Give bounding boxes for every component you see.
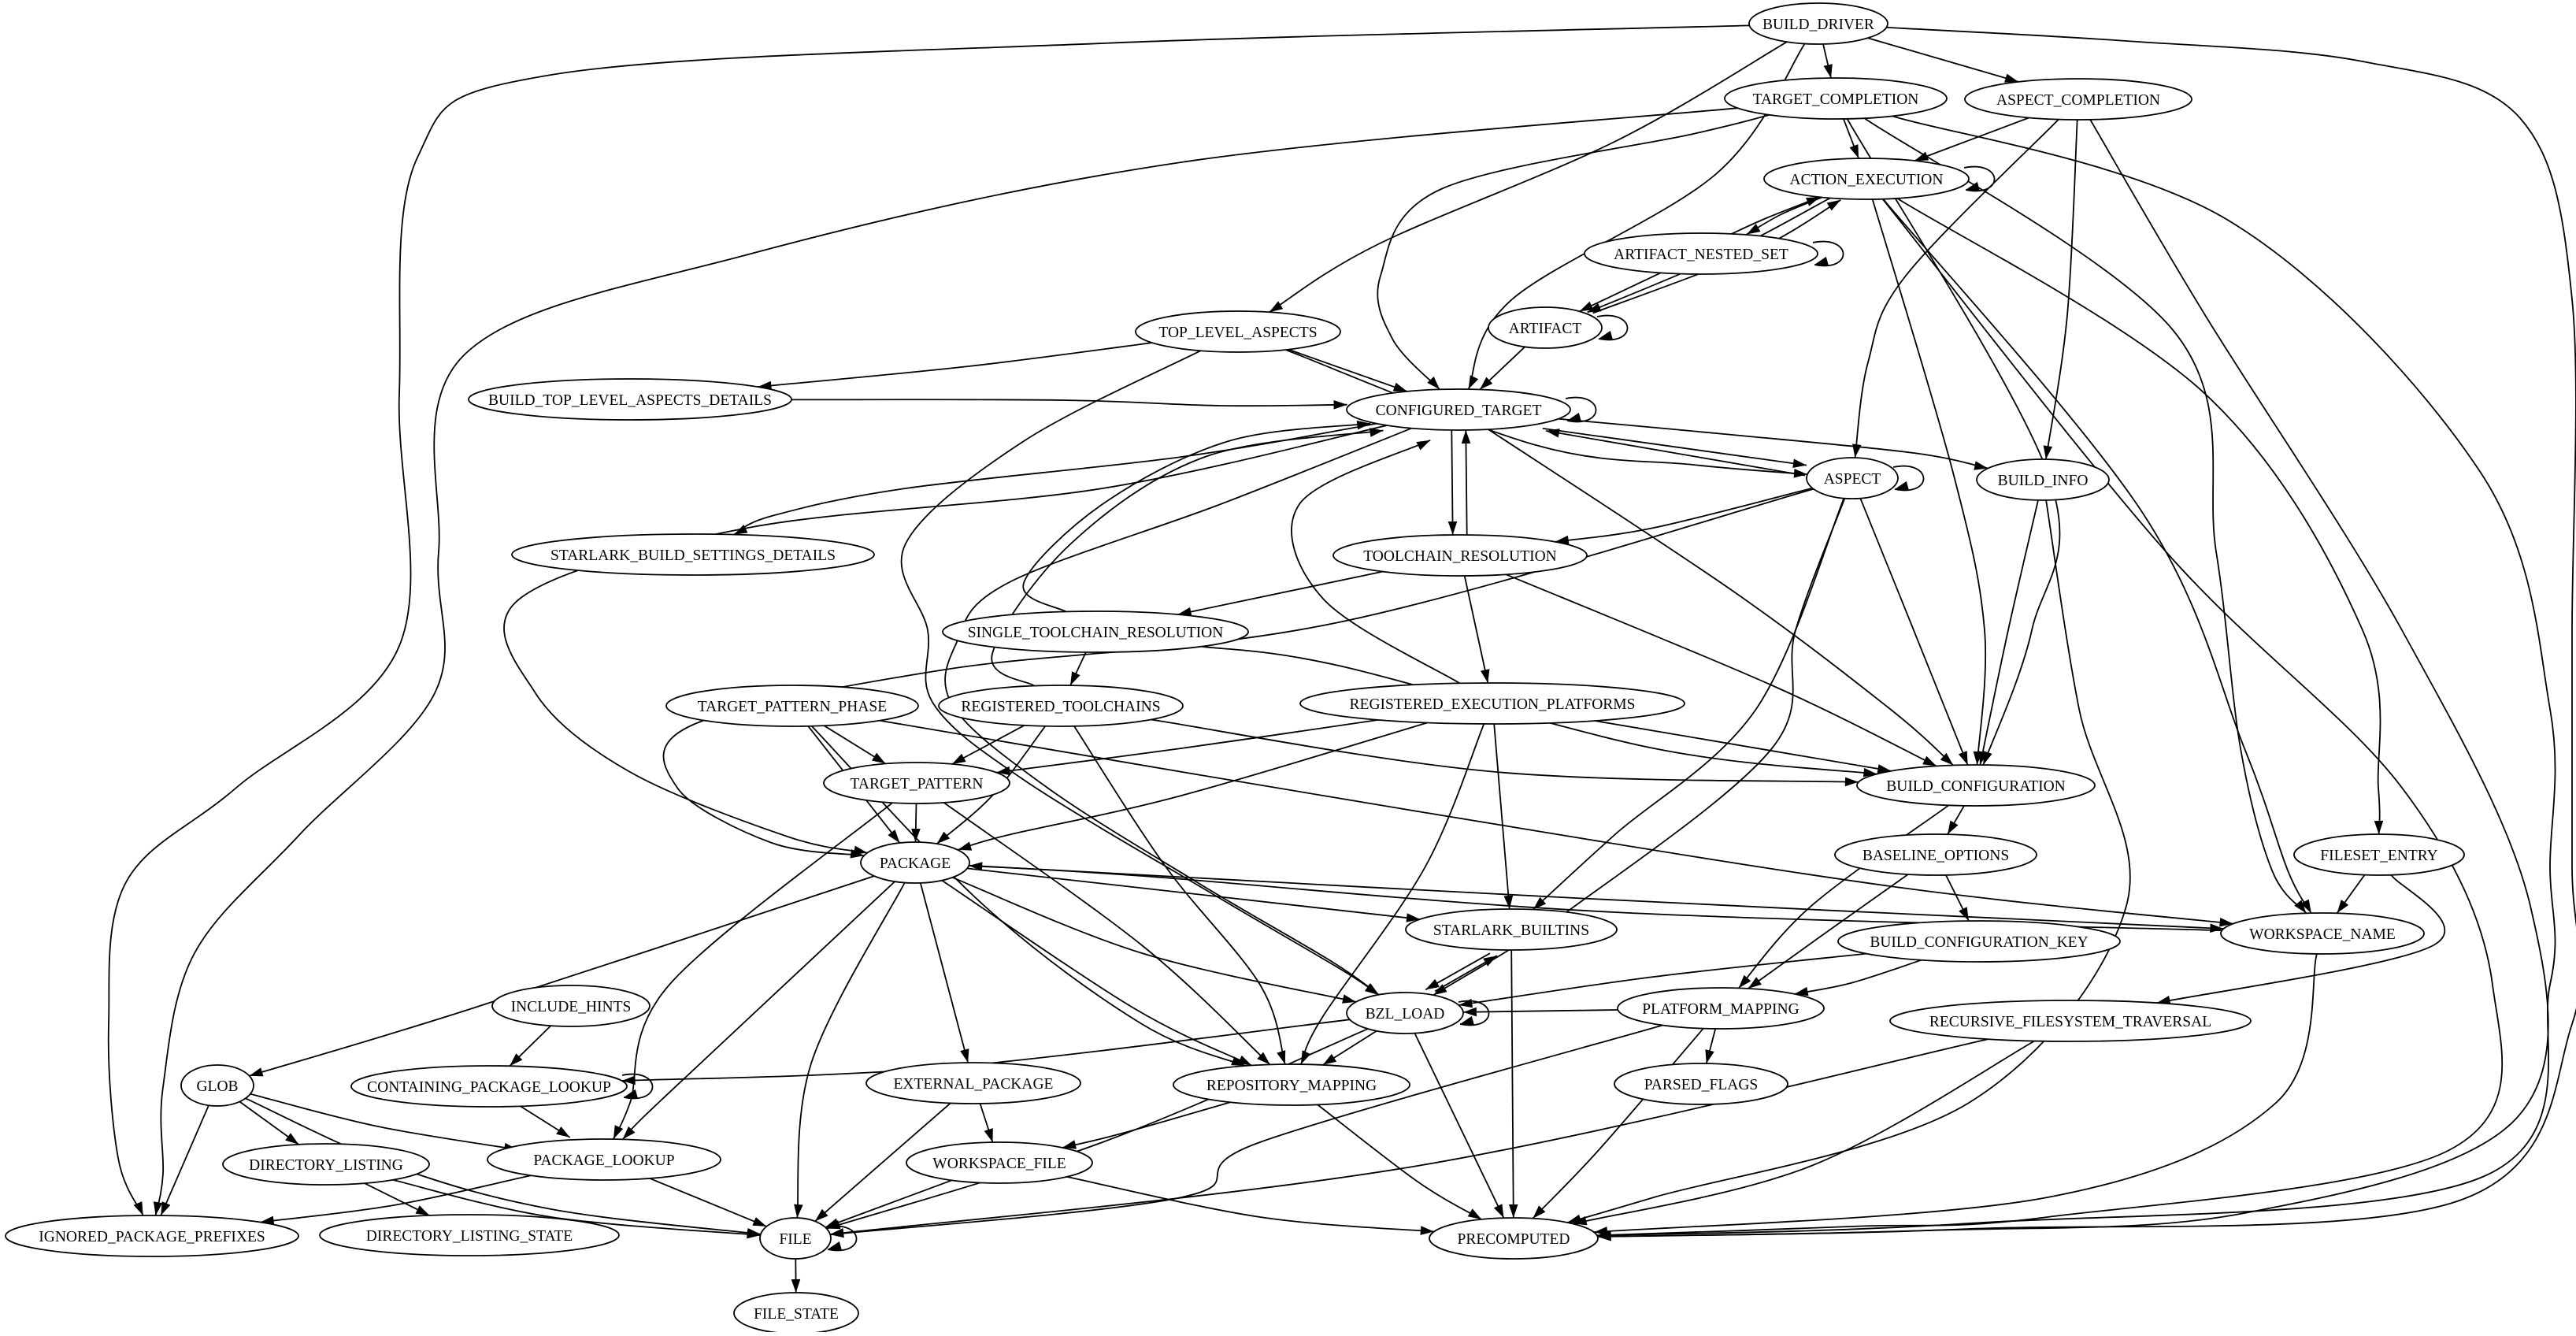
svg-text:TOOLCHAIN_RESOLUTION: TOOLCHAIN_RESOLUTION xyxy=(1363,548,1557,565)
svg-text:BZL_LOAD: BZL_LOAD xyxy=(1366,1006,1445,1022)
svg-text:WORKSPACE_FILE: WORKSPACE_FILE xyxy=(932,1156,1066,1172)
svg-text:PACKAGE: PACKAGE xyxy=(880,855,951,872)
svg-text:TARGET_PATTERN_PHASE: TARGET_PATTERN_PHASE xyxy=(698,699,887,715)
svg-text:BUILD_CONFIGURATION_KEY: BUILD_CONFIGURATION_KEY xyxy=(1870,934,2088,951)
svg-text:SINGLE_TOOLCHAIN_RESOLUTION: SINGLE_TOOLCHAIN_RESOLUTION xyxy=(968,625,1224,641)
svg-text:FILESET_ENTRY: FILESET_ENTRY xyxy=(2320,848,2438,864)
svg-text:ARTIFACT: ARTIFACT xyxy=(1509,321,1582,337)
svg-text:REGISTERED_TOOLCHAINS: REGISTERED_TOOLCHAINS xyxy=(961,699,1160,715)
svg-text:FILE_STATE: FILE_STATE xyxy=(754,1306,839,1323)
svg-text:PARSED_FLAGS: PARSED_FLAGS xyxy=(1644,1077,1759,1093)
svg-text:ACTION_EXECUTION: ACTION_EXECUTION xyxy=(1790,172,1944,188)
svg-text:BASELINE_OPTIONS: BASELINE_OPTIONS xyxy=(1863,848,2009,864)
svg-text:REPOSITORY_MAPPING: REPOSITORY_MAPPING xyxy=(1206,1078,1377,1094)
svg-text:TOP_LEVEL_ASPECTS: TOP_LEVEL_ASPECTS xyxy=(1158,325,1317,341)
svg-text:CONTAINING_PACKAGE_LOOKUP: CONTAINING_PACKAGE_LOOKUP xyxy=(367,1079,611,1096)
svg-text:PACKAGE_LOOKUP: PACKAGE_LOOKUP xyxy=(533,1152,674,1169)
svg-text:ASPECT: ASPECT xyxy=(1824,471,1881,488)
svg-text:REGISTERED_EXECUTION_PLATFORMS: REGISTERED_EXECUTION_PLATFORMS xyxy=(1350,696,1636,713)
svg-text:RECURSIVE_FILESYSTEM_TRAVERSAL: RECURSIVE_FILESYSTEM_TRAVERSAL xyxy=(1929,1014,2211,1030)
svg-text:BUILD_INFO: BUILD_INFO xyxy=(1998,473,2089,489)
svg-text:BUILD_CONFIGURATION: BUILD_CONFIGURATION xyxy=(1886,778,2066,795)
svg-text:TARGET_COMPLETION: TARGET_COMPLETION xyxy=(1753,91,1919,108)
svg-text:GLOB: GLOB xyxy=(196,1078,238,1095)
svg-text:EXTERNAL_PACKAGE: EXTERNAL_PACKAGE xyxy=(894,1076,1054,1093)
svg-text:FILE: FILE xyxy=(779,1231,811,1248)
svg-text:DIRECTORY_LISTING: DIRECTORY_LISTING xyxy=(249,1157,403,1174)
svg-text:TARGET_PATTERN: TARGET_PATTERN xyxy=(851,776,984,792)
svg-text:IGNORED_PACKAGE_PREFIXES: IGNORED_PACKAGE_PREFIXES xyxy=(39,1229,265,1245)
svg-text:STARLARK_BUILD_SETTINGS_DETAIL: STARLARK_BUILD_SETTINGS_DETAILS xyxy=(550,547,836,564)
svg-text:INCLUDE_HINTS: INCLUDE_HINTS xyxy=(511,999,632,1015)
svg-text:BUILD_TOP_LEVEL_ASPECTS_DETAIL: BUILD_TOP_LEVEL_ASPECTS_DETAILS xyxy=(488,392,772,409)
svg-text:PRECOMPUTED: PRECOMPUTED xyxy=(1457,1231,1570,1248)
svg-text:ASPECT_COMPLETION: ASPECT_COMPLETION xyxy=(1996,92,2160,109)
svg-text:ARTIFACT_NESTED_SET: ARTIFACT_NESTED_SET xyxy=(1614,247,1788,263)
svg-text:DIRECTORY_LISTING_STATE: DIRECTORY_LISTING_STATE xyxy=(366,1228,573,1245)
svg-text:BUILD_DRIVER: BUILD_DRIVER xyxy=(1762,17,1874,33)
svg-text:CONFIGURED_TARGET: CONFIGURED_TARGET xyxy=(1376,403,1542,419)
svg-text:STARLARK_BUILTINS: STARLARK_BUILTINS xyxy=(1433,922,1589,939)
svg-text:PLATFORM_MAPPING: PLATFORM_MAPPING xyxy=(1642,1001,1799,1018)
svg-text:WORKSPACE_NAME: WORKSPACE_NAME xyxy=(2249,926,2396,943)
